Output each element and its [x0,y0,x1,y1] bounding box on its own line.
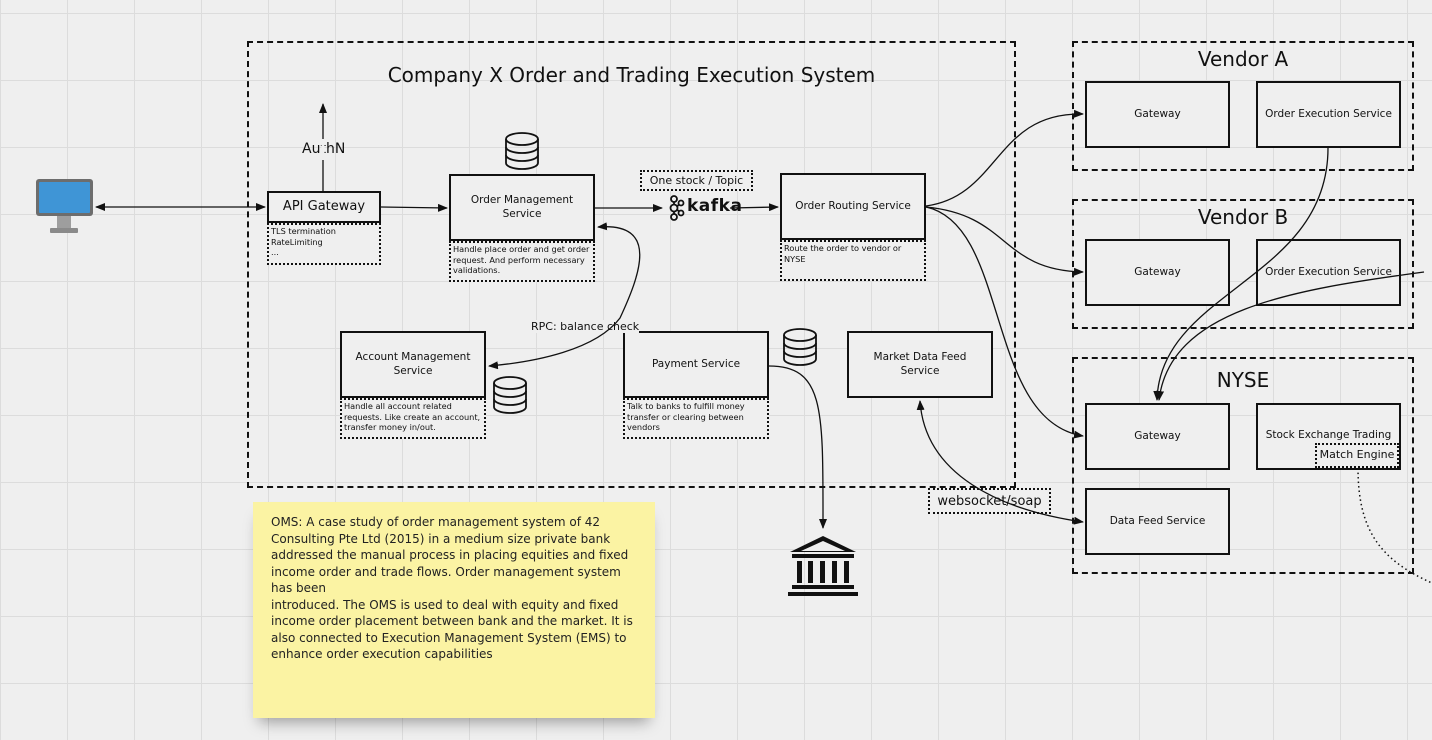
payment-service[interactable]: Payment Service [623,331,769,398]
sticky-note[interactable]: OMS: A case study of order management sy… [253,502,655,718]
kafka-label: kafka [687,196,743,216]
bank-icon [788,536,858,596]
vendor-a-frame[interactable]: Vendor A [1072,41,1414,171]
vendor-b-oes-nyse-arrow [1156,271,1425,401]
match-engine-dotted-line [1357,467,1432,584]
vendor-b-order-execution-service[interactable]: Order Execution Service [1256,239,1401,306]
desktop-monitor-icon [36,179,93,233]
vendor-a-title: Vendor A [1197,47,1289,71]
nyse-gateway[interactable]: Gateway [1085,403,1230,470]
kafka-logo-icon [669,195,685,221]
market-data-feed-service[interactable]: Market Data Feed Service [847,331,993,398]
ors-vendor-a-arrow [925,109,1084,207]
company-frame-title: Company X Order and Trading Execution Sy… [387,63,876,87]
api-gateway-note: TLS termination RateLimiting ... [267,223,381,265]
database-icon [783,328,817,366]
database-icon [505,132,539,170]
vendor-a-gateway[interactable]: Gateway [1085,81,1230,148]
topic-label: One stock / Topic [640,170,753,191]
vendor-b-frame[interactable]: Vendor B [1072,199,1414,329]
payment-note: Talk to banks to fulfill money transfer … [623,398,769,439]
nyse-title: NYSE [1216,368,1270,392]
datafeed-marketdata-arrow [916,400,1084,525]
vendor-b-gateway[interactable]: Gateway [1085,239,1230,306]
nyse-data-feed-service[interactable]: Data Feed Service [1085,488,1230,555]
gateway-oms-arrow [380,203,448,212]
company-frame[interactable]: Company X Order and Trading Execution Sy… [247,41,1016,488]
account-management-service[interactable]: Account Management Service [340,331,486,398]
payment-bank-arrow [768,365,828,529]
order-routing-service[interactable]: Order Routing Service [780,173,926,240]
vendor-a-order-execution-service[interactable]: Order Execution Service [1256,81,1401,148]
order-routing-note: Route the order to vendor or NYSE [780,240,926,281]
rpc-balance-arrow [488,222,641,370]
vendor-a-oes-nyse-arrow [1153,147,1329,401]
api-gateway[interactable]: API Gateway [267,191,381,223]
ors-vendor-b-arrow [925,206,1084,276]
account-management-note: Handle all account related requests. Lik… [340,398,486,439]
vendor-b-title: Vendor B [1197,205,1289,229]
database-icon [493,376,527,414]
kafka-ors-arrow [729,203,779,212]
match-engine[interactable]: Match Engine [1315,443,1399,468]
